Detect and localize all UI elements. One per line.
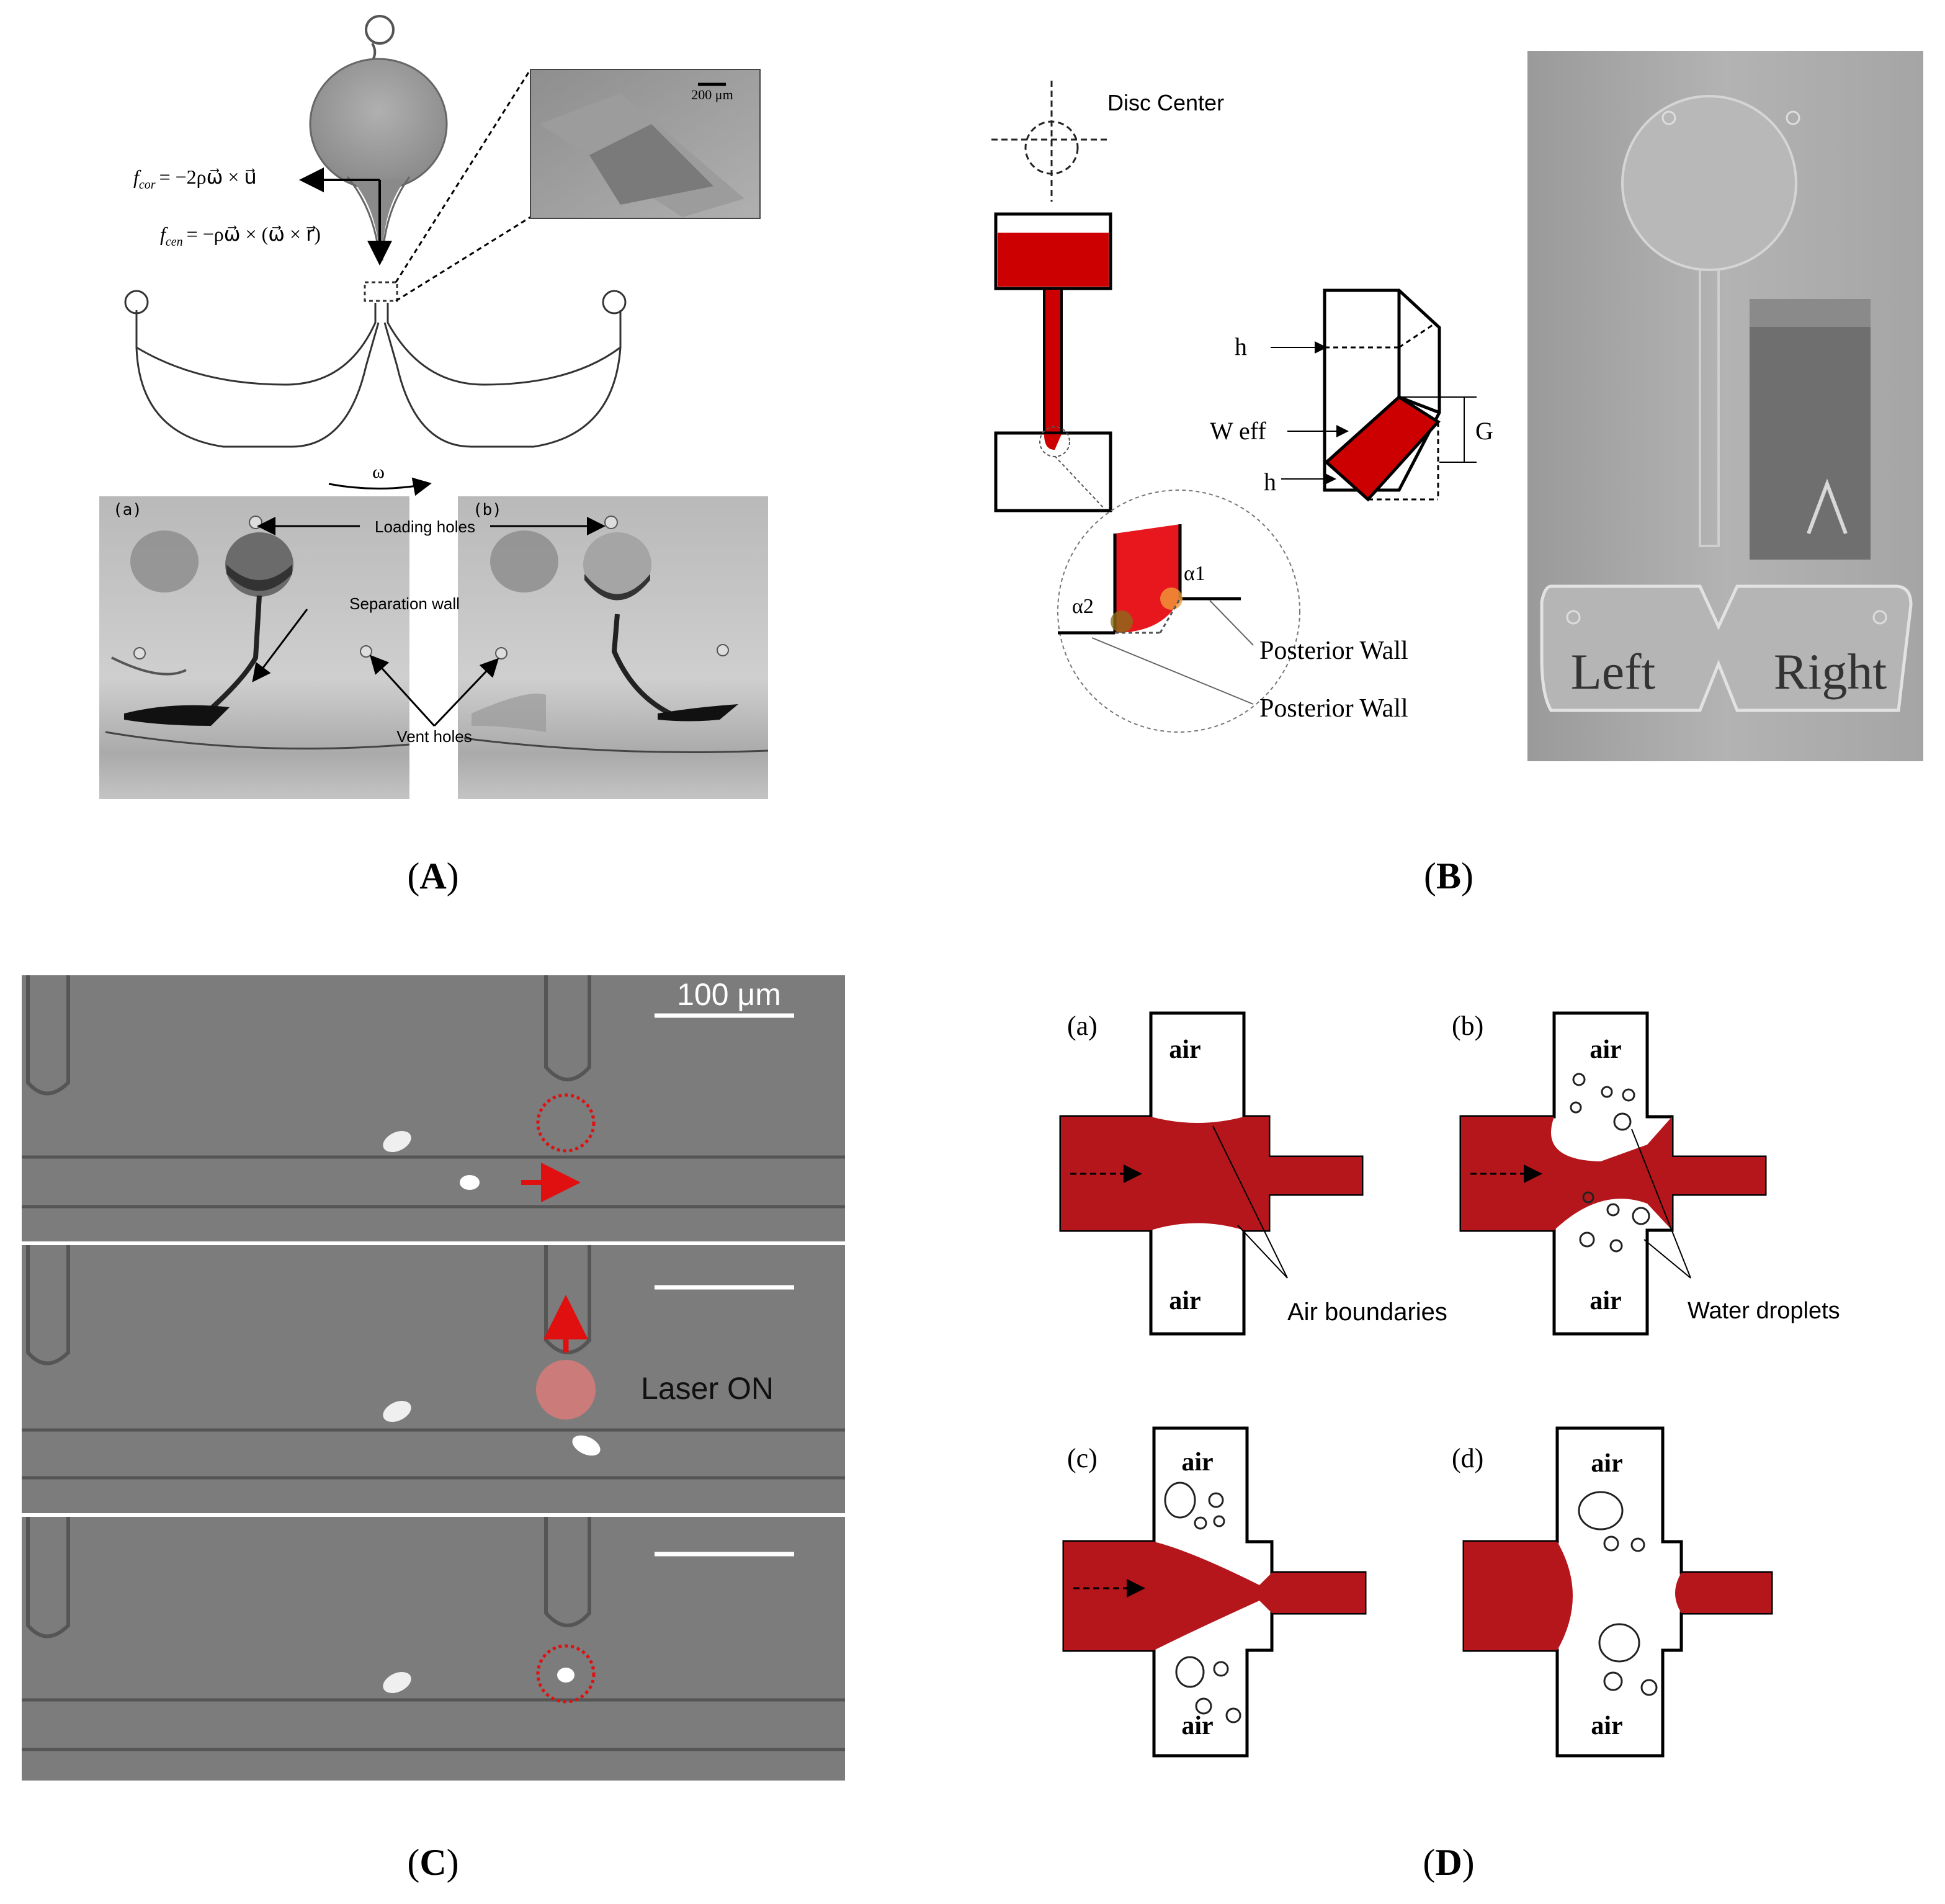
meniscus-zoom — [1057, 489, 1300, 733]
left-label: Left — [1571, 643, 1656, 700]
photo-b: (b) — [458, 496, 769, 799]
alpha1-label: α1 — [1184, 562, 1205, 585]
air-label-a-top: air — [1169, 1035, 1201, 1064]
junction-c: air air (c) — [1062, 1426, 1367, 1758]
junction-d: air air (d) — [1452, 1426, 1773, 1758]
disc-center-marker — [991, 81, 1111, 202]
channel-network — [124, 281, 627, 448]
air-label-b-bottom: air — [1590, 1287, 1621, 1315]
micrograph-frame-1: 100 μm — [22, 975, 845, 1242]
sub-a-label: (a) — [1067, 1011, 1098, 1041]
caption-a: (A) — [407, 856, 458, 896]
w-eff-label: W eff — [1210, 417, 1266, 445]
air-label-d-top: air — [1591, 1449, 1622, 1478]
force-arrows — [299, 168, 392, 266]
reservoir-channel — [994, 212, 1112, 512]
panel-b: Disc Center h — [991, 51, 1923, 896]
micrograph-frame-2: Laser ON — [22, 1245, 845, 1514]
separation-wall-label: Separation wall — [349, 594, 460, 613]
caption-c: (C) — [407, 1842, 458, 1883]
photo-a: (a) — [99, 496, 410, 799]
posterior-wall-2-label: Posterior Wall — [1259, 694, 1408, 723]
svg-text:fcen= −ρω⃗ × (ω⃗ × r⃗): fcen= −ρω⃗ × (ω⃗ × r⃗) — [160, 223, 321, 249]
svg-text:fcor= −2ρω⃗ × u⃗: fcor= −2ρω⃗ × u⃗ — [133, 166, 257, 192]
photo-a-label: (a) — [113, 501, 142, 519]
junction-a: air air (a) Air boundaries — [1059, 1011, 1447, 1336]
right-label: Right — [1774, 643, 1887, 700]
omega-label: ω — [372, 462, 385, 482]
air-label-c-top: air — [1181, 1448, 1213, 1477]
equation-centrifugal: fcen= −ρω⃗ × (ω⃗ × r⃗) — [160, 223, 321, 249]
scale-bar-label-c: 100 μm — [677, 977, 781, 1012]
rotation-arrow: ω — [328, 462, 432, 496]
air-label-d-bottom: air — [1591, 1712, 1622, 1740]
sub-d-label: (d) — [1452, 1443, 1483, 1473]
h-bottom-label: h — [1264, 468, 1276, 496]
scale-bar-label: 200 μm — [691, 87, 733, 102]
caption-b: (B) — [1424, 856, 1473, 896]
disc-center-label: Disc Center — [1107, 90, 1224, 115]
laser-on-label: Laser ON — [641, 1371, 774, 1406]
device-photo: Left Right — [1527, 51, 1923, 761]
inset-lines — [395, 69, 532, 302]
panel-d: air air (a) Air boundaries air air (b) W… — [1059, 1011, 1840, 1883]
g-label: G — [1475, 417, 1493, 445]
equation-coriolis: fcor= −2ρω⃗ × u⃗ — [133, 166, 257, 192]
sem-inset: 200 μm — [530, 69, 761, 219]
vent-holes-label: Vent holes — [396, 727, 472, 746]
water-droplets-label: Water droplets — [1688, 1298, 1840, 1324]
caption-d: (D) — [1423, 1842, 1474, 1883]
junction-b: air air (b) Water droplets — [1452, 1011, 1840, 1336]
sub-c-label: (c) — [1067, 1443, 1098, 1473]
panel-a: 200 μm fcor= −2ρω⃗ × u⃗ fcen= −ρω⃗ × (ω⃗… — [99, 15, 769, 896]
panel-c: 100 μm Laser ON — [22, 975, 845, 1883]
annotation-arrows — [252, 517, 606, 727]
loading-holes-label: Loading holes — [375, 517, 475, 536]
channel-3d-box — [1271, 288, 1477, 502]
micrograph-frame-3 — [22, 1517, 845, 1781]
alpha2-label: α2 — [1072, 595, 1094, 618]
photo-b-label: (b) — [473, 501, 502, 519]
sub-b-label: (b) — [1452, 1011, 1483, 1041]
air-label-b-top: air — [1590, 1035, 1621, 1064]
h-top-label: h — [1235, 333, 1247, 360]
air-boundaries-label: Air boundaries — [1287, 1298, 1447, 1326]
air-label-c-bottom: air — [1181, 1712, 1213, 1740]
posterior-wall-1-label: Posterior Wall — [1259, 637, 1408, 665]
air-label-a-bottom: air — [1169, 1287, 1201, 1315]
